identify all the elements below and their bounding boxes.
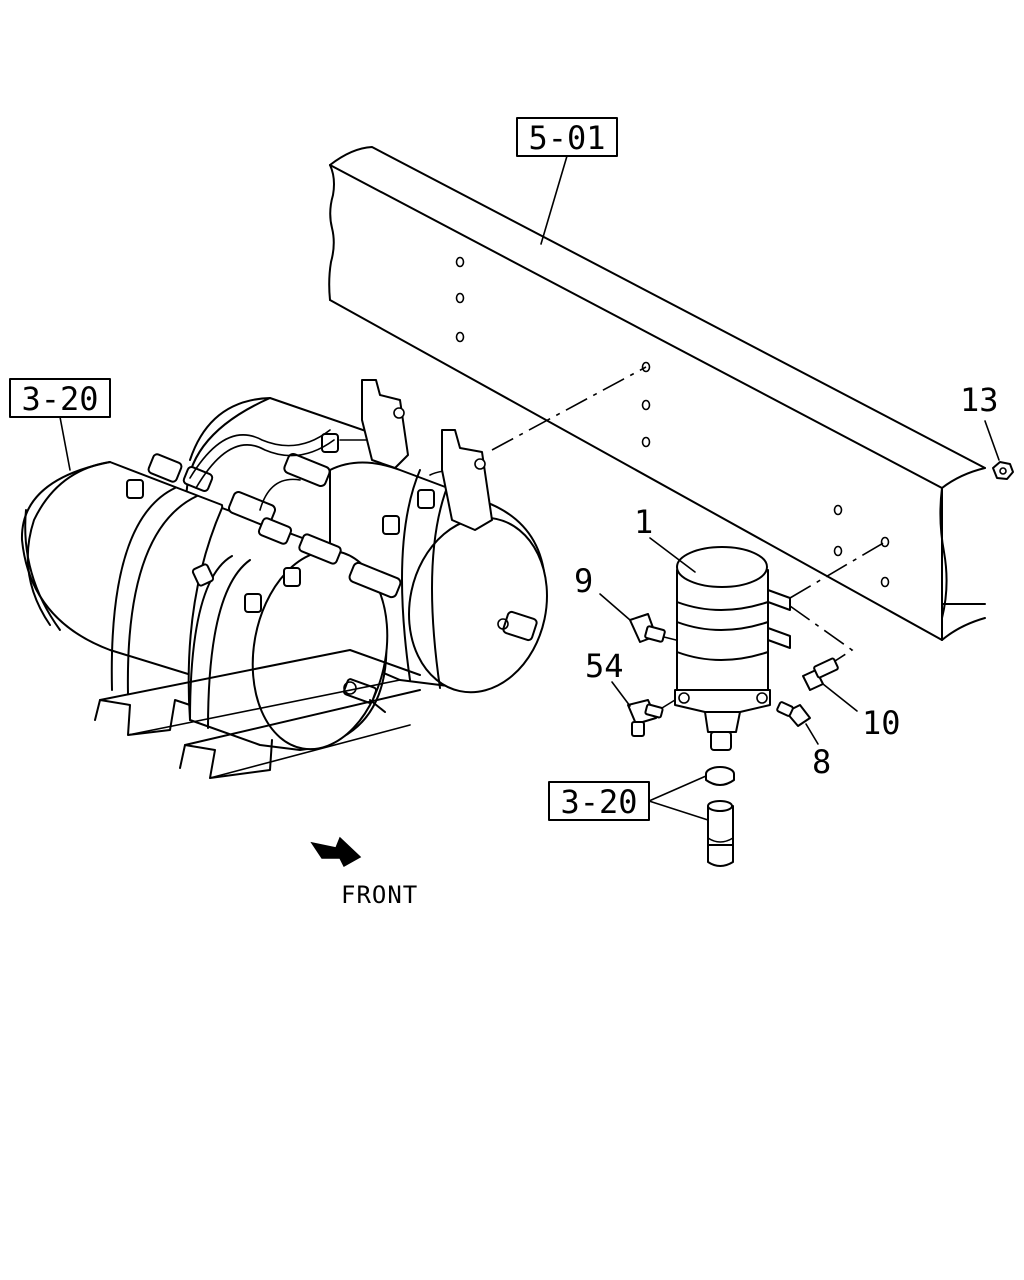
air-tank-assembly <box>20 379 548 779</box>
mount-line-tank <box>491 366 647 451</box>
front-arrow-icon <box>310 836 362 868</box>
part-label-1: 1 <box>634 503 653 541</box>
callout-10: 10 <box>822 683 901 742</box>
fitting-54 <box>627 699 676 737</box>
front-direction: FRONT <box>310 836 418 909</box>
tank-brackets <box>94 379 493 779</box>
ref-label-3-20-tanks: 3-20 <box>21 380 98 418</box>
fitting-8 <box>776 701 811 727</box>
bolt-10 <box>802 657 839 691</box>
callout-54: 54 <box>585 647 631 707</box>
fitting-9 <box>629 613 677 643</box>
callout-8: 8 <box>805 723 831 781</box>
callout-9: 9 <box>574 562 631 621</box>
ref-box-3-20-hose: 3-20 <box>548 775 709 821</box>
air-tank-front-left <box>20 461 241 695</box>
mount-line-dryer-lower <box>789 605 854 673</box>
callout-13: 13 <box>960 381 1000 461</box>
part-label-10: 10 <box>862 704 901 742</box>
part-label-13: 13 <box>960 381 999 419</box>
ref-label-5-01: 5-01 <box>528 119 605 157</box>
front-label: FRONT <box>341 881 418 909</box>
mount-line-dryer-upper <box>789 541 886 599</box>
ref-box-3-20-tanks: 3-20 <box>9 378 111 471</box>
part-label-8: 8 <box>812 743 831 781</box>
part-label-54: 54 <box>585 647 624 685</box>
tank-fittings <box>126 433 435 613</box>
air-dryer-1 <box>674 546 791 751</box>
ref-box-5-01: 5-01 <box>516 117 618 245</box>
nut-13 <box>992 461 1014 480</box>
part-label-9: 9 <box>574 562 593 600</box>
hose-parts <box>705 766 735 867</box>
frame-rail <box>328 146 986 641</box>
callout-1: 1 <box>634 503 696 573</box>
ref-label-3-20-hose: 3-20 <box>560 783 637 821</box>
air-tank-front-right <box>187 507 389 751</box>
